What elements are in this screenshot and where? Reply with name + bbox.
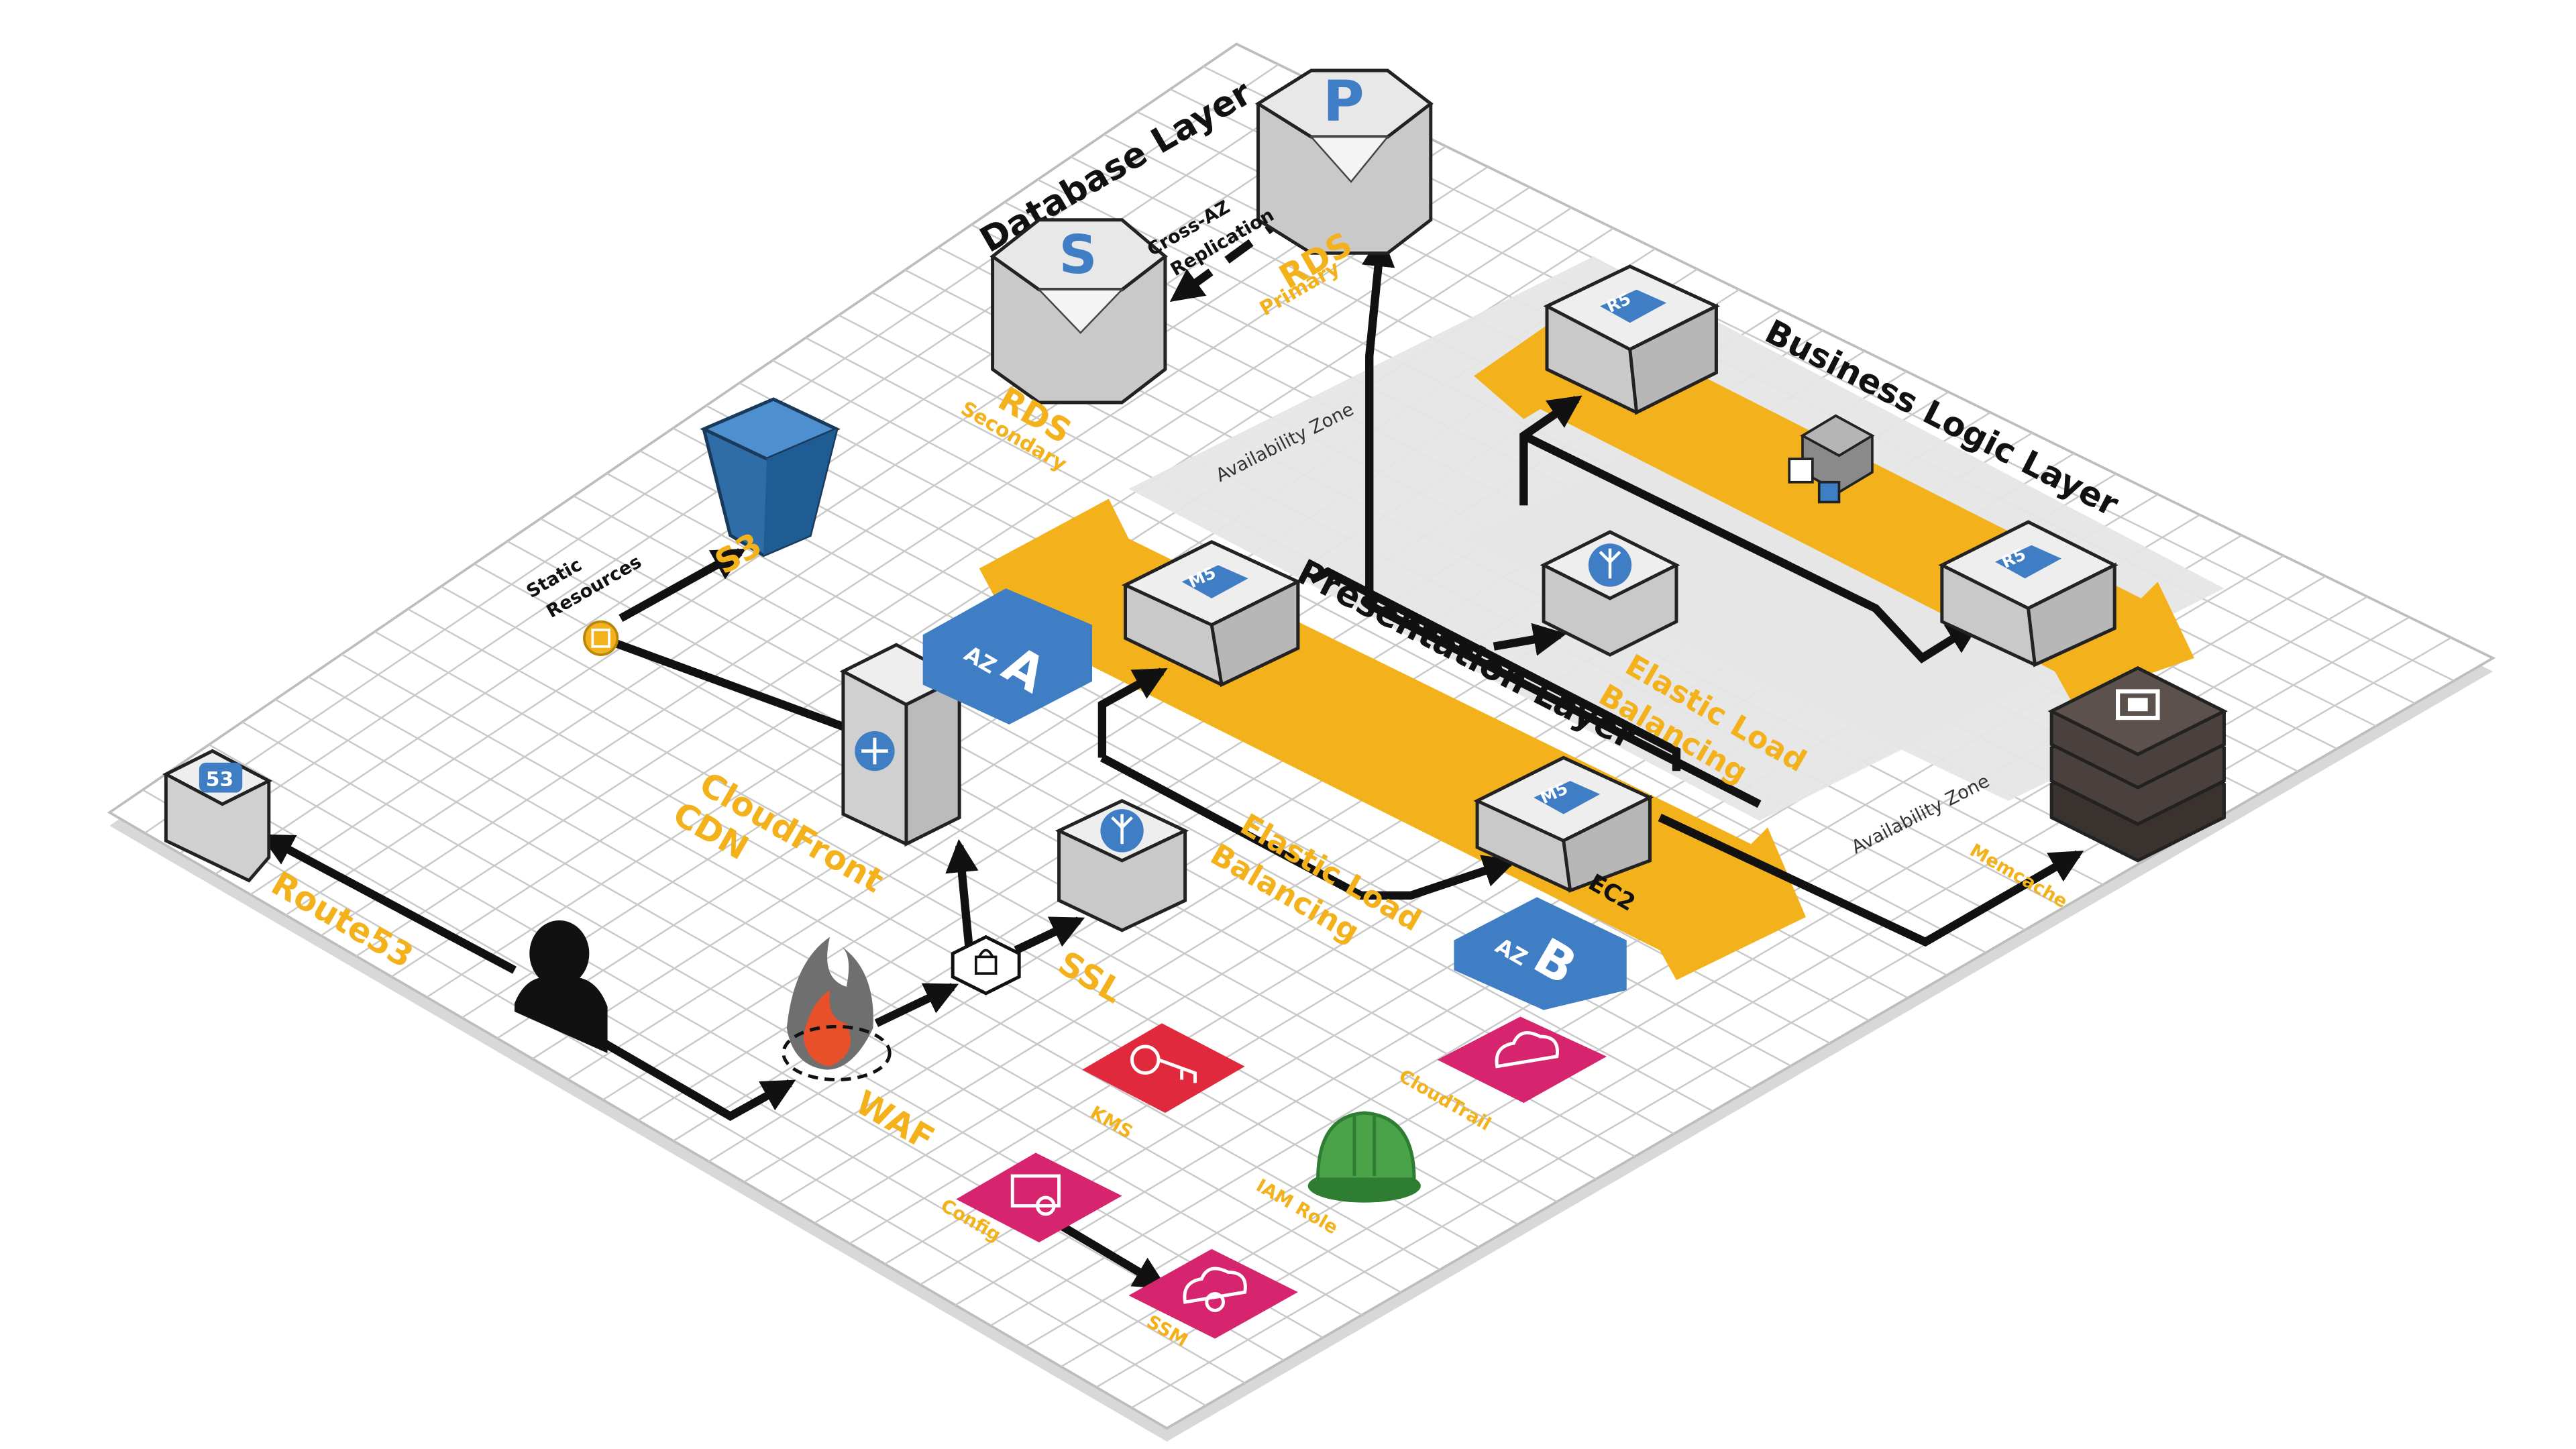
user-icon [515, 920, 608, 1053]
grid-line [1131, 637, 2452, 1409]
config-tile[interactable] [956, 1152, 1122, 1242]
coldfusion-icon[interactable] [1788, 414, 1875, 504]
rds-primary-icon-letter: P [1323, 68, 1364, 133]
m5-instance-b[interactable]: M5 [1473, 755, 1654, 893]
az-b-badge: AZ B [1454, 897, 1627, 1010]
rds-secondary-icon-letter: S [1059, 224, 1097, 286]
grid-line [250, 125, 1405, 896]
rds-secondary-node[interactable]: S [989, 218, 1168, 405]
r5-instance-bottom[interactable]: R5 [1938, 520, 2118, 667]
az-a-badge: AZ A [922, 588, 1093, 724]
edge-to-app-elb [1493, 623, 1567, 656]
edge-waf-ssl [874, 983, 959, 1027]
edge-static-s3 [619, 548, 747, 623]
edge-elb-r5bottom [1521, 431, 1981, 663]
edge-elb-r5top [1519, 395, 1582, 506]
grid-line [320, 166, 1489, 936]
edge-to-rds-primary [1361, 233, 1762, 808]
r5-instance-top[interactable]: R5 [1543, 264, 1721, 415]
kms-tile[interactable] [1082, 1023, 1245, 1113]
elb-front-node[interactable] [1055, 799, 1189, 932]
m5-instance-a[interactable]: M5 [1121, 540, 1302, 688]
edge-elb-m5b [1099, 754, 1517, 900]
ssm-tile[interactable] [1128, 1248, 1298, 1339]
edge-config-ssm [1053, 1218, 1168, 1289]
edge-elb-m5a [1097, 667, 1168, 758]
cloudtrail-tile[interactable] [1437, 1016, 1607, 1104]
static-resources-icon[interactable] [583, 620, 619, 656]
edge-ssl-cloudfront [945, 839, 979, 951]
connections [260, 209, 2084, 1289]
iam-role-hardhat-icon[interactable] [1307, 1111, 1421, 1203]
waf-icon[interactable] [782, 936, 892, 1081]
ssl-icon[interactable] [951, 934, 1021, 996]
route53-icon-text: 53 [206, 768, 233, 792]
edge-user-waf [562, 1016, 796, 1122]
edge-to-memcache [1658, 813, 2084, 947]
elb-app-node[interactable] [1540, 530, 1680, 657]
s3-bucket-icon[interactable] [700, 397, 841, 557]
rds-primary-node[interactable]: P [1254, 68, 1434, 255]
memcache-node[interactable] [2047, 666, 2228, 863]
edge-ssl-elb [1014, 916, 1085, 955]
grid-line [285, 146, 1447, 916]
route53-node[interactable]: 53 [162, 749, 273, 883]
grid-line [356, 186, 1531, 957]
cloudfront-node[interactable] [839, 643, 963, 847]
edge-user-route53 [260, 833, 517, 974]
